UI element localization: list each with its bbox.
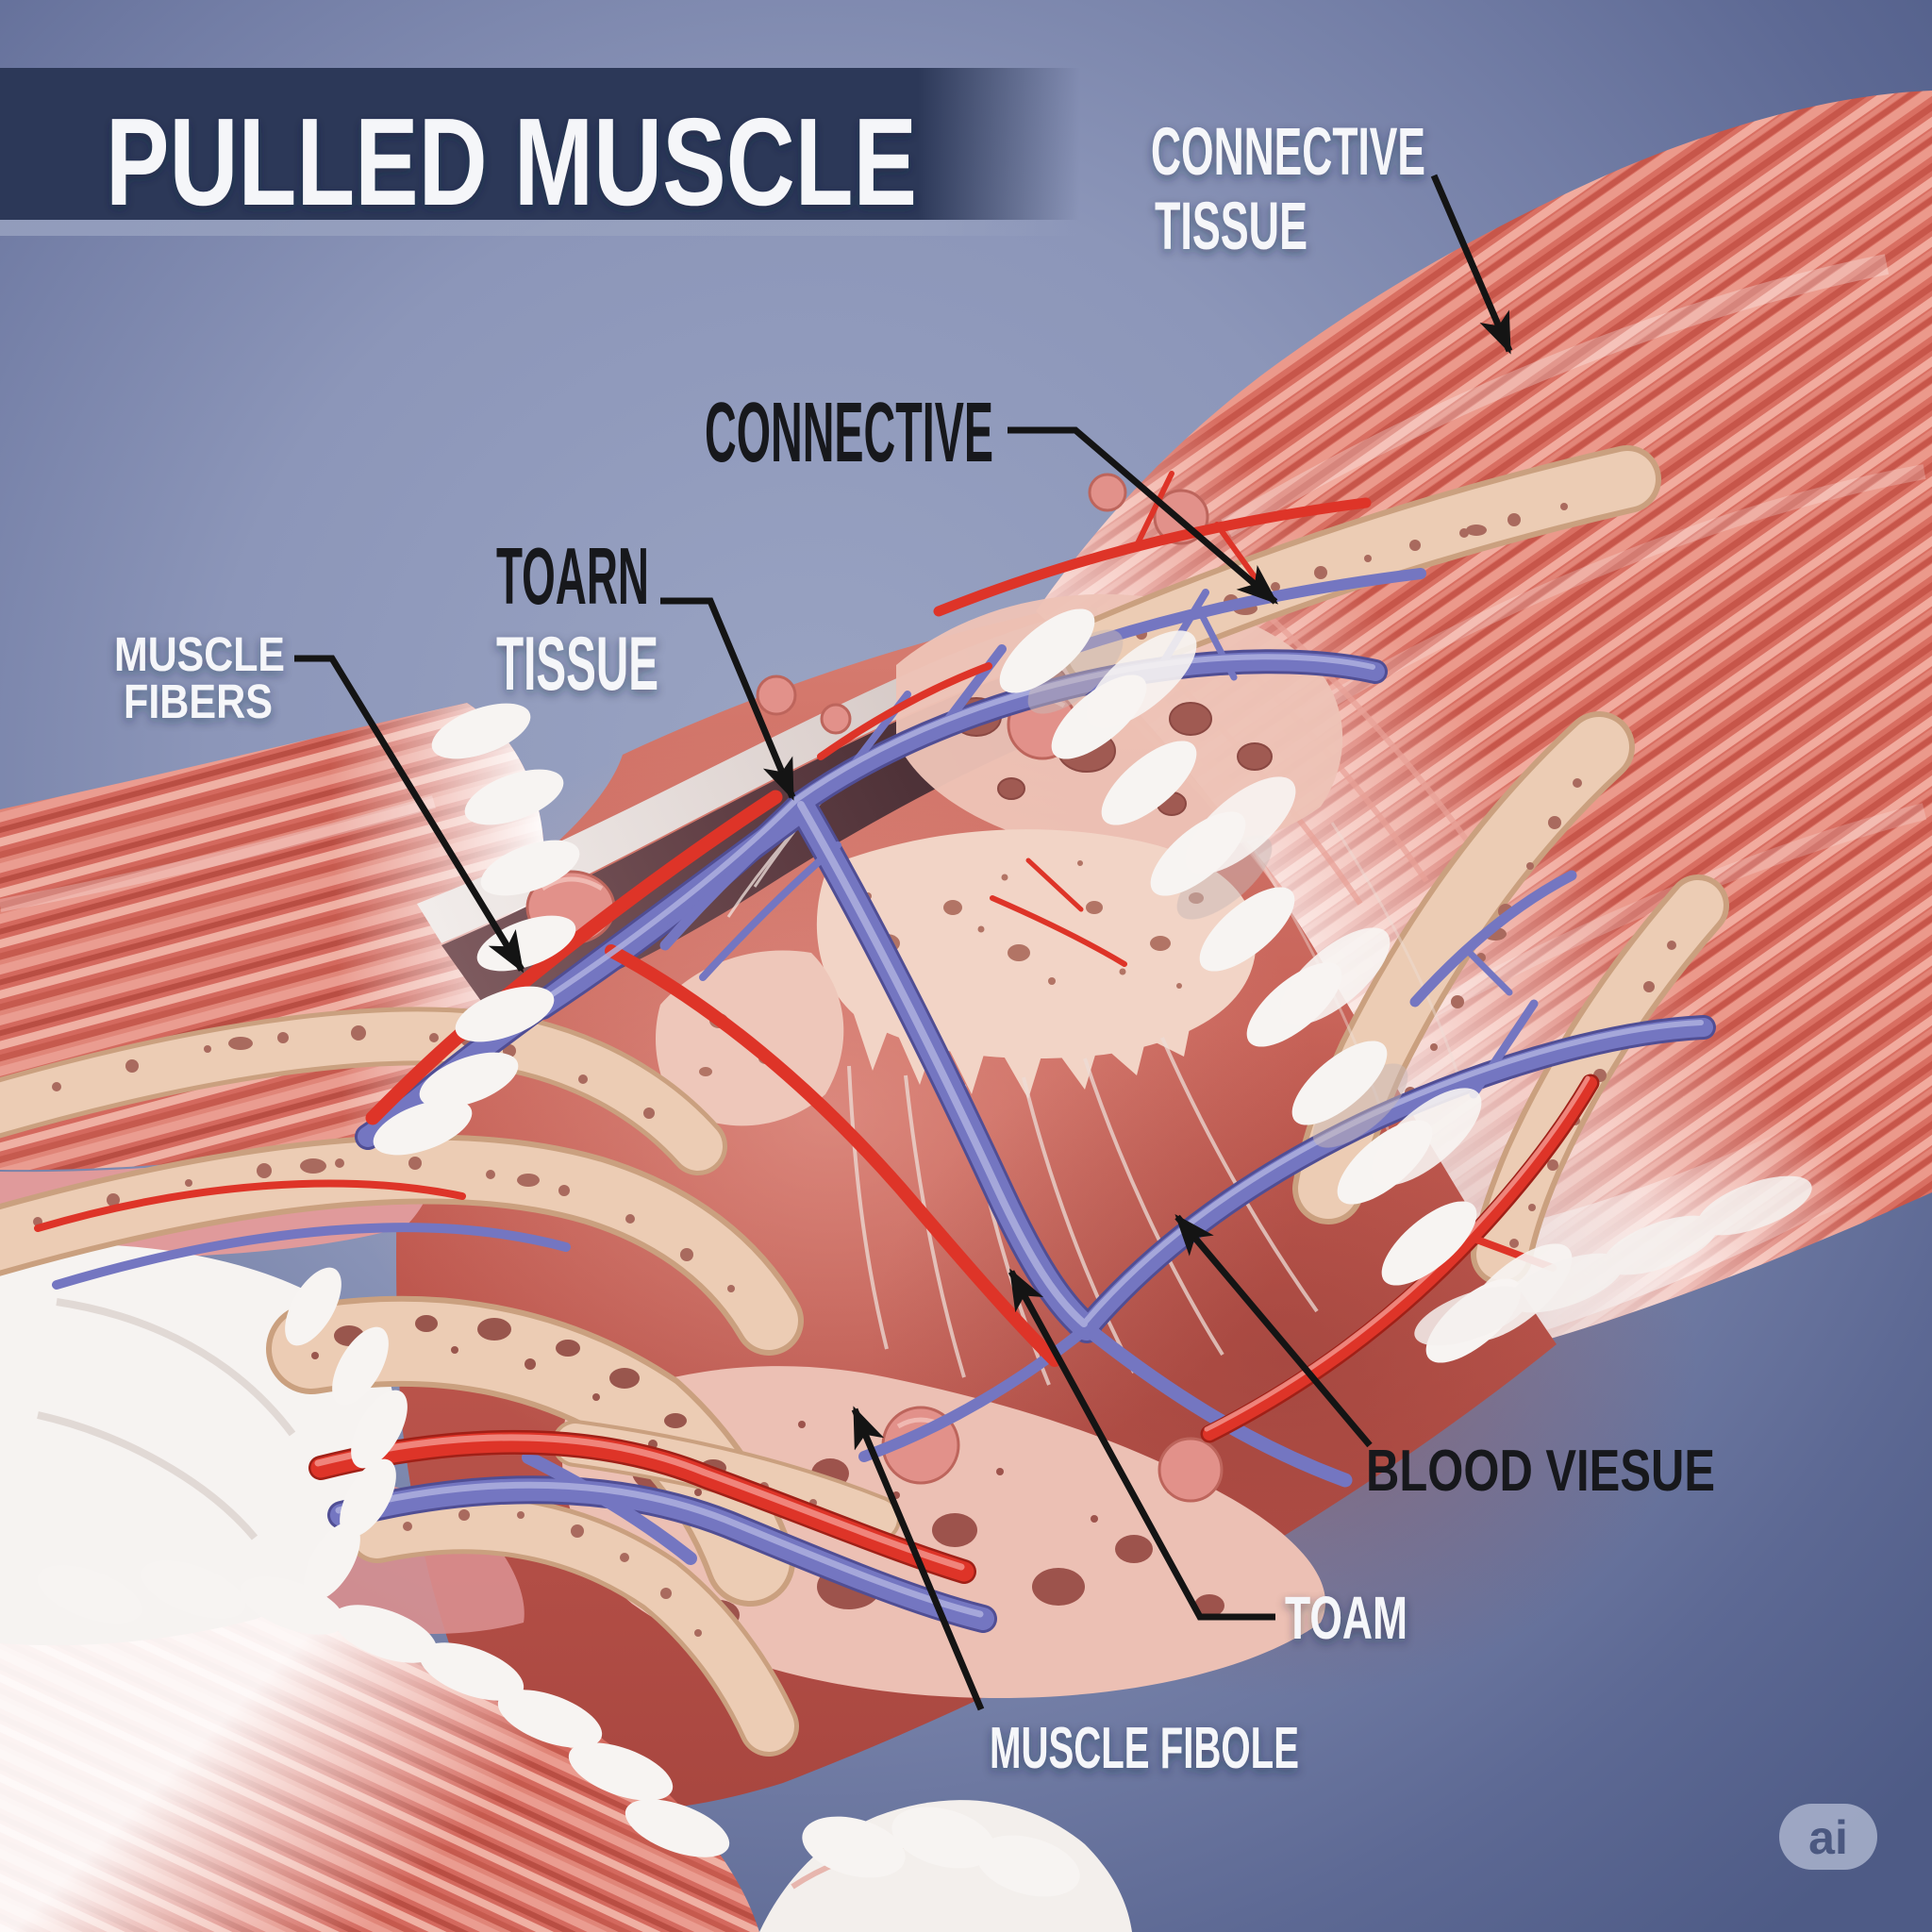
connective-tissue-line2: TISSUE: [1155, 190, 1307, 264]
toam-arrow: [1008, 1268, 1275, 1621]
muscle-fibers-line2: FIBERS: [124, 675, 273, 728]
connective-tissue-arrow: [1430, 174, 1513, 355]
label-muscle-fibole: MUSCLE FIBOLE: [990, 1716, 1299, 1781]
label-connective: CONNECTIVE: [705, 386, 993, 480]
ai-logo-text: ai: [1808, 1811, 1848, 1864]
anatomy-illustration: [0, 91, 1932, 1932]
muscle-fibole-arrow: [851, 1406, 985, 1711]
label-muscle-fibers: MUSCLE FIBERS: [114, 627, 285, 728]
toarn-tissue-line2: TISSUE: [496, 622, 658, 707]
tendon-fringes: [37, 608, 1812, 1897]
label-toarn-tissue: TOARN TISSUE: [496, 532, 658, 707]
label-connective-tissue: CONNECTIVE TISSUE: [1151, 115, 1425, 264]
toarn-tissue-line1: TOARN: [496, 532, 649, 622]
title-banner: PULLED MUSCLE: [0, 68, 1080, 236]
connective-arrow: [1008, 426, 1279, 605]
page-title: PULLED MUSCLE: [106, 92, 917, 231]
label-toam: TOAM: [1285, 1584, 1407, 1652]
callouts: CONNECTIVE TISSUE CONNECTIVE TOARN TISSU…: [114, 115, 1715, 1781]
watermark-badge: ai: [1779, 1804, 1877, 1870]
connective-tissue-line1: CONNECTIVE: [1151, 115, 1425, 190]
muscle-fibers-line1: MUSCLE: [114, 627, 285, 681]
toarn-tissue-arrow: [660, 597, 796, 801]
label-blood-viesue: BLOOD VIESUE: [1366, 1439, 1715, 1504]
muscle-fibers-arrow: [294, 655, 525, 974]
blood-viesue-arrow: [1174, 1213, 1373, 1448]
